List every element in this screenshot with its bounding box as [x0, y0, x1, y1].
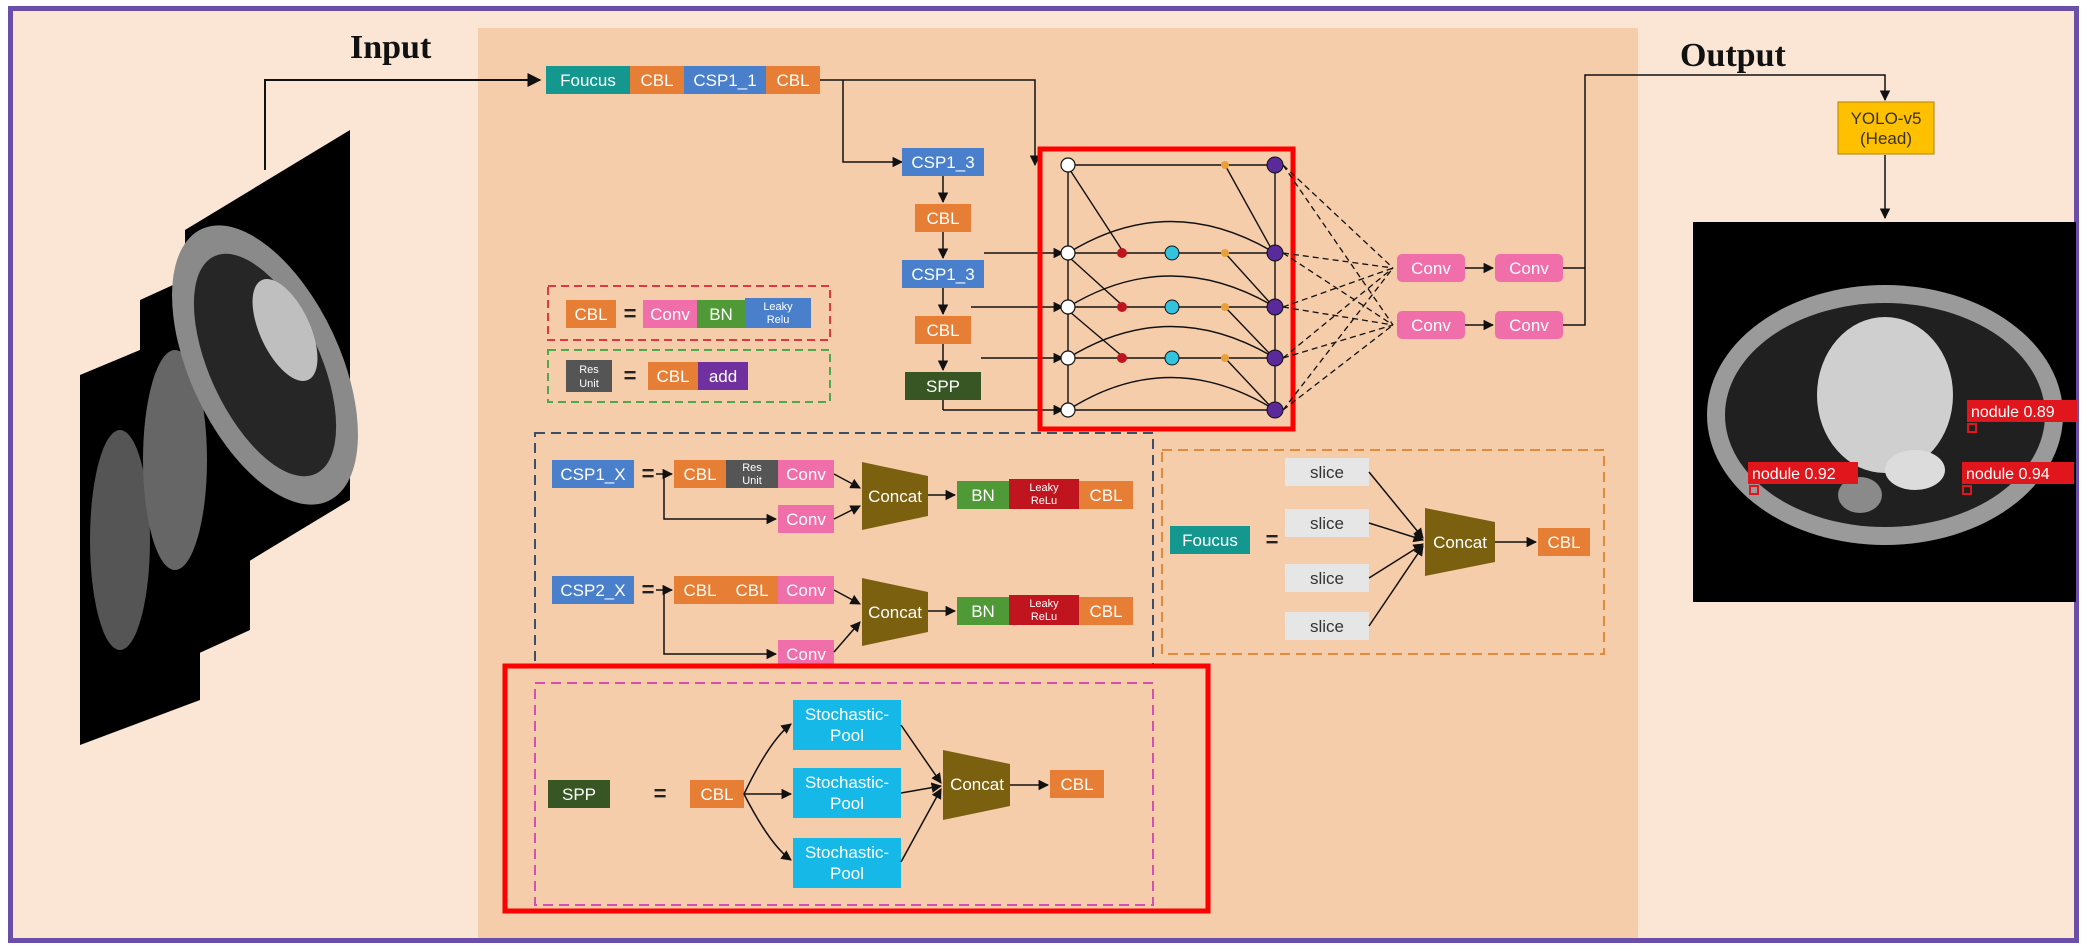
svg-text:Concat: Concat — [868, 603, 922, 622]
svg-text:slice: slice — [1310, 463, 1344, 482]
svg-text:CBL: CBL — [735, 581, 768, 600]
legend-cbl: CBL = Conv BN Leaky Relu — [566, 298, 811, 328]
head-conv-2b: Conv — [1495, 311, 1563, 339]
svg-text:Res: Res — [579, 364, 599, 376]
backbone-cbl-4: CBL — [915, 316, 971, 344]
svg-text:Conv: Conv — [786, 465, 826, 484]
input-ct-stack — [80, 130, 396, 745]
svg-text:nodule 0.92: nodule 0.92 — [1752, 466, 1836, 483]
svg-text:Unit: Unit — [579, 378, 599, 390]
svg-text:slice: slice — [1310, 569, 1344, 588]
svg-text:Conv: Conv — [786, 510, 826, 529]
backbone-spp: SPP — [905, 372, 981, 400]
svg-text:=: = — [642, 461, 655, 486]
svg-text:ReLu: ReLu — [1031, 495, 1057, 507]
svg-text:(Head): (Head) — [1860, 129, 1912, 148]
svg-text:Conv: Conv — [1411, 259, 1451, 278]
svg-text:ReLu: ReLu — [1031, 611, 1057, 623]
svg-text:YOLO-v5: YOLO-v5 — [1851, 109, 1922, 128]
svg-text:Relu: Relu — [767, 314, 790, 326]
svg-text:Concat: Concat — [868, 487, 922, 506]
head-conv-1b: Conv — [1495, 254, 1563, 282]
svg-text:CBL: CBL — [1089, 602, 1122, 621]
svg-text:Conv: Conv — [786, 645, 826, 664]
svg-text:CBL: CBL — [776, 71, 809, 90]
svg-text:Concat: Concat — [950, 775, 1004, 794]
svg-text:CBL: CBL — [640, 71, 673, 90]
svg-text:Leaky: Leaky — [1029, 598, 1059, 610]
svg-text:add: add — [709, 367, 737, 386]
legend-resunit: Res Unit = CBL add — [566, 360, 748, 392]
svg-text:Conv: Conv — [786, 581, 826, 600]
head-conv-1a: Conv — [1397, 254, 1465, 282]
svg-text:CBL: CBL — [1547, 533, 1580, 552]
svg-text:SPP: SPP — [926, 377, 960, 396]
svg-text:=: = — [624, 363, 637, 388]
head-conv-2a: Conv — [1397, 311, 1465, 339]
svg-text:CBL: CBL — [926, 321, 959, 340]
svg-text:=: = — [642, 577, 655, 602]
backbone-csp1-1: CSP1_1 — [684, 66, 766, 94]
svg-text:Stochastic-: Stochastic- — [805, 843, 889, 862]
svg-text:Res: Res — [742, 462, 762, 474]
svg-text:CBL: CBL — [700, 785, 733, 804]
svg-text:BN: BN — [971, 602, 995, 621]
svg-text:CSP1_3: CSP1_3 — [911, 153, 974, 172]
svg-text:Concat: Concat — [1433, 533, 1487, 552]
backbone-cbl-1: CBL — [630, 66, 684, 94]
backbone-focus: Foucus — [546, 66, 630, 94]
svg-text:CBL: CBL — [683, 581, 716, 600]
svg-text:Stochastic-: Stochastic- — [805, 773, 889, 792]
svg-text:Pool: Pool — [830, 726, 864, 745]
backbone-cbl-2: CBL — [766, 66, 820, 94]
svg-text:BN: BN — [709, 305, 733, 324]
svg-text:Stochastic-: Stochastic- — [805, 705, 889, 724]
svg-text:CBL: CBL — [926, 209, 959, 228]
svg-text:SPP: SPP — [562, 785, 596, 804]
svg-text:nodule 0.94: nodule 0.94 — [1966, 466, 2050, 483]
yolo-head-box: YOLO-v5 (Head) — [1838, 102, 1934, 154]
svg-text:Pool: Pool — [830, 864, 864, 883]
svg-text:CBL: CBL — [1060, 775, 1093, 794]
svg-text:CBL: CBL — [656, 367, 689, 386]
backbone-csp1-3-b: CSP1_3 — [902, 260, 984, 288]
svg-text:CSP1_X: CSP1_X — [560, 465, 625, 484]
svg-text:CSP2_X: CSP2_X — [560, 581, 625, 600]
svg-text:=: = — [1266, 527, 1279, 552]
svg-text:CSP1_3: CSP1_3 — [911, 265, 974, 284]
svg-text:slice: slice — [1310, 617, 1344, 636]
svg-text:Leaky: Leaky — [763, 301, 793, 313]
backbone-cbl-3: CBL — [915, 204, 971, 232]
svg-text:CBL: CBL — [683, 465, 716, 484]
svg-text:CBL: CBL — [574, 305, 607, 324]
backbone-csp1-3-a: CSP1_3 — [902, 148, 984, 176]
svg-text:slice: slice — [1310, 514, 1344, 533]
svg-text:CBL: CBL — [1089, 486, 1122, 505]
svg-text:Leaky: Leaky — [1029, 482, 1059, 494]
svg-text:Unit: Unit — [742, 475, 762, 487]
svg-text:Pool: Pool — [830, 794, 864, 813]
svg-text:nodule 0.89: nodule 0.89 — [1971, 404, 2055, 421]
svg-text:Conv: Conv — [1509, 259, 1549, 278]
svg-text:=: = — [624, 301, 637, 326]
svg-text:CSP1_1: CSP1_1 — [693, 71, 756, 90]
svg-text:Foucus: Foucus — [560, 71, 616, 90]
output-title: Output — [1680, 37, 1786, 74]
svg-text:Foucus: Foucus — [1182, 531, 1238, 550]
svg-text:Conv: Conv — [1411, 316, 1451, 335]
svg-text:Conv: Conv — [1509, 316, 1549, 335]
svg-text:BN: BN — [971, 486, 995, 505]
svg-text:=: = — [654, 781, 667, 806]
svg-text:Conv: Conv — [650, 305, 690, 324]
input-title: Input — [350, 29, 432, 66]
